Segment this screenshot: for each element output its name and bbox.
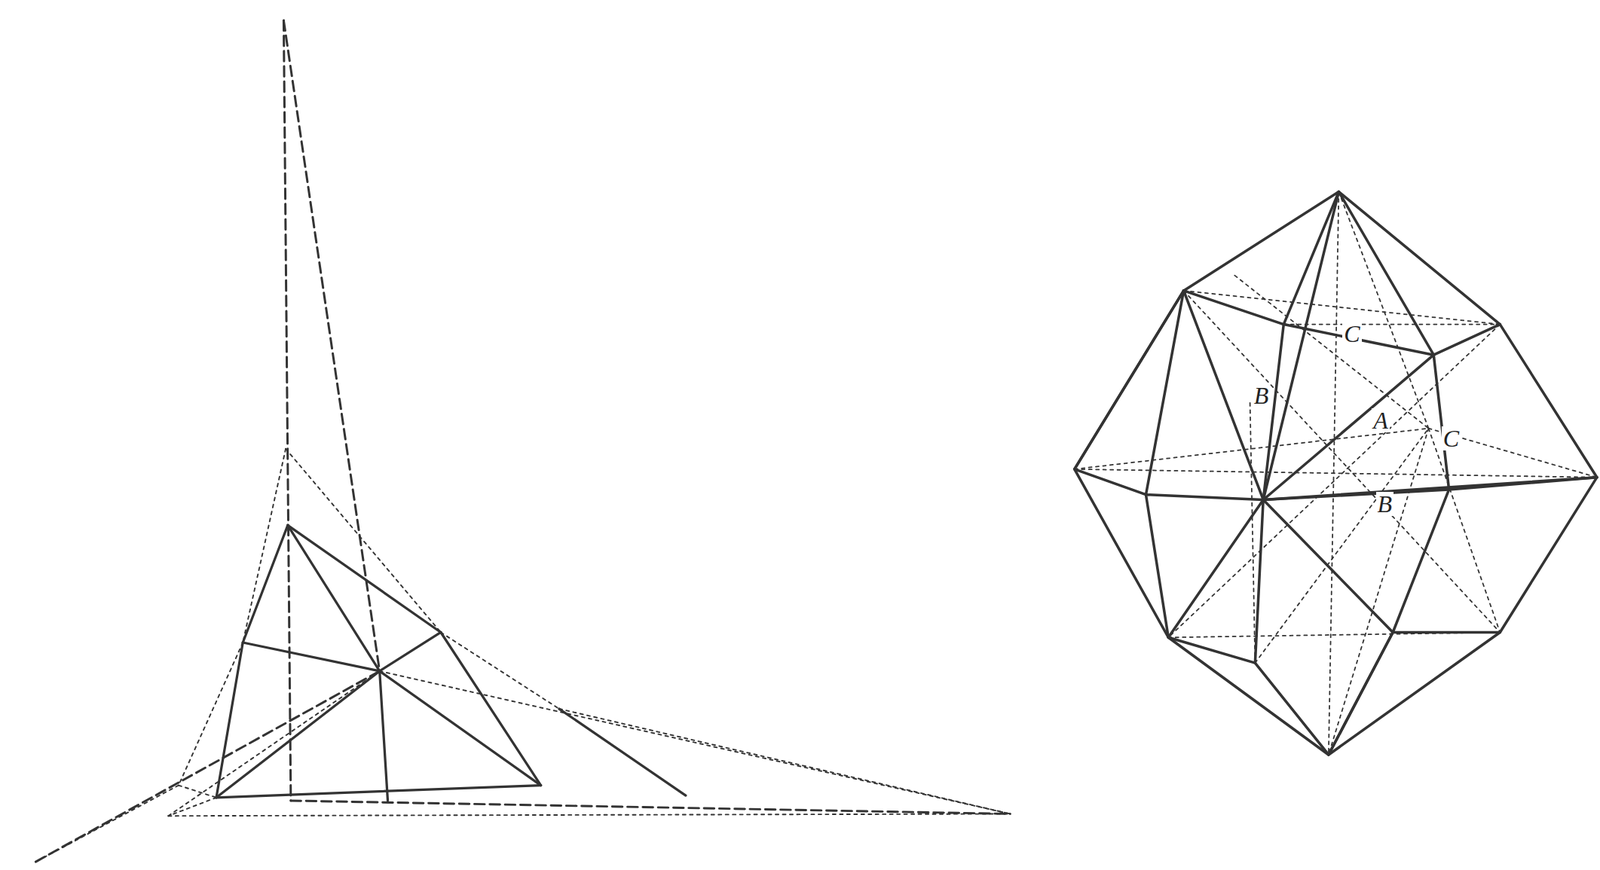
edge-label: C (1441, 426, 1461, 451)
edge-label: C (1342, 321, 1362, 346)
axis-lines (35, 20, 1010, 863)
construction-lines (35, 449, 1010, 863)
edge-label: A (1371, 408, 1390, 433)
edge-label: B (1252, 383, 1271, 408)
edge-label: B (1376, 492, 1395, 517)
visible-edges (1074, 192, 1597, 756)
hidden-edges (1074, 192, 1597, 756)
crystal-face-edges (216, 525, 686, 802)
